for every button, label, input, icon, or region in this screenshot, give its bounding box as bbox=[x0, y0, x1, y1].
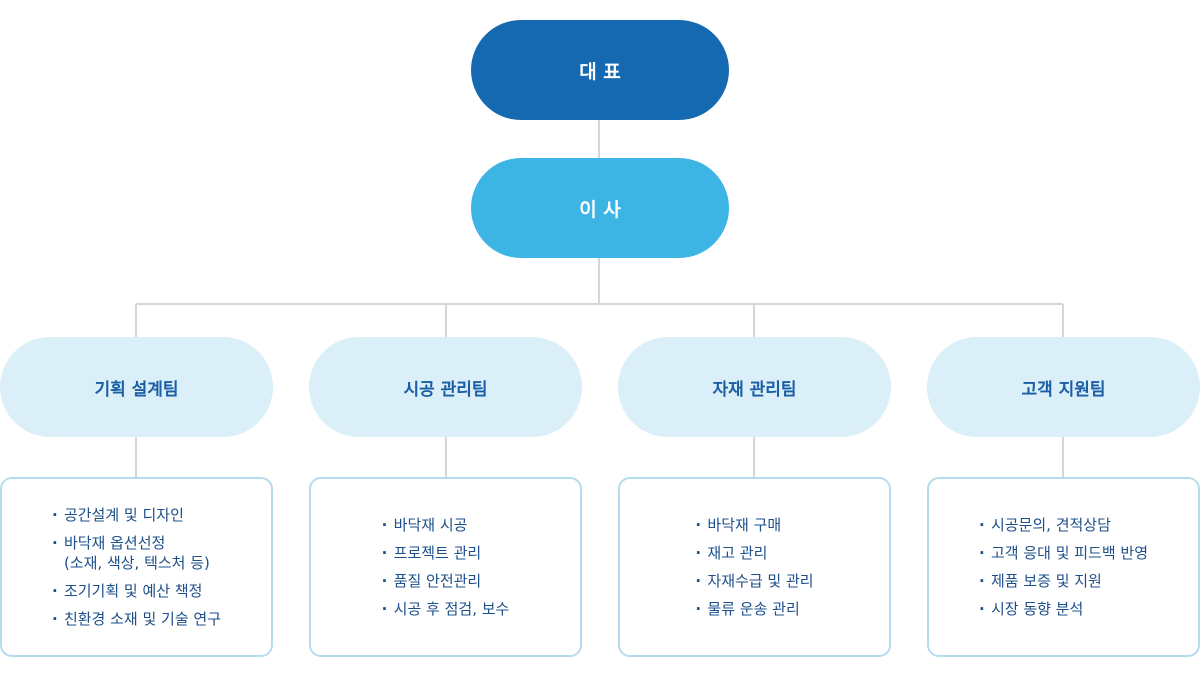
duty-text: 시장 동향 분석 bbox=[990, 600, 1084, 618]
duty-item: 바닥재 옵션선정 (소재, 색상, 텍스처 등) bbox=[52, 529, 221, 573]
ceo-label: 대 표 bbox=[579, 60, 621, 83]
duty-item: 바닥재 시공 bbox=[382, 511, 510, 539]
team-name: 시공 관리팀 bbox=[403, 379, 488, 400]
duty-text: 자재수급 및 관리 bbox=[707, 572, 814, 590]
duty-text: 바닥재 구매 bbox=[707, 516, 782, 534]
team-duties-planning-design: 공간설계 및 디자인 바닥재 옵션선정 (소재, 색상, 텍스처 등) 조기기획 … bbox=[0, 477, 273, 657]
team-node-materials-management: 자재 관리팀 bbox=[618, 337, 891, 437]
duty-text: 공간설계 및 디자인 bbox=[63, 506, 184, 524]
director-label: 이 사 bbox=[579, 198, 621, 221]
duty-item: 시공문의, 견적상담 bbox=[979, 511, 1148, 539]
duty-text: 시공문의, 견적상담 bbox=[990, 516, 1111, 534]
duty-item: 자재수급 및 관리 bbox=[695, 567, 813, 595]
duty-text: 시공 후 점검, 보수 bbox=[393, 600, 510, 618]
duty-item: 시공 후 점검, 보수 bbox=[382, 595, 510, 623]
team-node-customer-support: 고객 지원팀 bbox=[927, 337, 1200, 437]
team-name: 자재 관리팀 bbox=[712, 379, 797, 400]
duty-text: 친환경 소재 및 기술 연구 bbox=[63, 610, 222, 628]
duty-item: 시장 동향 분석 bbox=[979, 595, 1148, 623]
ceo-node: 대 표 bbox=[471, 20, 729, 120]
duty-text: 고객 응대 및 피드백 반영 bbox=[990, 544, 1149, 562]
duty-list: 바닥재 구매 재고 관리 자재수급 및 관리 물류 운송 관리 bbox=[695, 511, 813, 623]
duty-text: 물류 운송 관리 bbox=[707, 600, 800, 618]
team-duties-construction-management: 바닥재 시공 프로젝트 관리 품질 안전관리 시공 후 점검, 보수 bbox=[309, 477, 582, 657]
team-node-planning-design: 기획 설계팀 bbox=[0, 337, 273, 437]
duty-text: 품질 안전관리 bbox=[393, 572, 482, 590]
duty-item: 제품 보증 및 지원 bbox=[979, 567, 1148, 595]
duty-text: 제품 보증 및 지원 bbox=[990, 572, 1102, 590]
duty-text: 조기기획 및 예산 책정 bbox=[63, 582, 203, 600]
duty-item: 공간설계 및 디자인 bbox=[52, 501, 221, 529]
duty-text: 재고 관리 bbox=[707, 544, 768, 562]
duty-text: 바닥재 옵션선정 bbox=[63, 534, 166, 552]
duty-item: 고객 응대 및 피드백 반영 bbox=[979, 539, 1148, 567]
team-duties-customer-support: 시공문의, 견적상담 고객 응대 및 피드백 반영 제품 보증 및 지원 시장 … bbox=[927, 477, 1200, 657]
duty-item: 재고 관리 bbox=[695, 539, 813, 567]
team-name: 기획 설계팀 bbox=[94, 379, 179, 400]
team-name: 고객 지원팀 bbox=[1021, 379, 1106, 400]
duty-item: 조기기획 및 예산 책정 bbox=[52, 577, 221, 605]
duty-item: 물류 운송 관리 bbox=[695, 595, 813, 623]
duty-subtext: (소재, 색상, 텍스처 등) bbox=[63, 554, 210, 572]
duty-text: 프로젝트 관리 bbox=[393, 544, 482, 562]
director-node: 이 사 bbox=[471, 158, 729, 258]
duty-list: 바닥재 시공 프로젝트 관리 품질 안전관리 시공 후 점검, 보수 bbox=[382, 511, 510, 623]
duty-item: 친환경 소재 및 기술 연구 bbox=[52, 605, 221, 633]
duty-text: 바닥재 시공 bbox=[393, 516, 468, 534]
team-node-construction-management: 시공 관리팀 bbox=[309, 337, 582, 437]
duty-item: 품질 안전관리 bbox=[382, 567, 510, 595]
duty-list: 시공문의, 견적상담 고객 응대 및 피드백 반영 제품 보증 및 지원 시장 … bbox=[979, 511, 1148, 623]
duty-item: 프로젝트 관리 bbox=[382, 539, 510, 567]
duty-item: 바닥재 구매 bbox=[695, 511, 813, 539]
duty-list: 공간설계 및 디자인 바닥재 옵션선정 (소재, 색상, 텍스처 등) 조기기획 … bbox=[52, 501, 221, 633]
team-duties-materials-management: 바닥재 구매 재고 관리 자재수급 및 관리 물류 운송 관리 bbox=[618, 477, 891, 657]
